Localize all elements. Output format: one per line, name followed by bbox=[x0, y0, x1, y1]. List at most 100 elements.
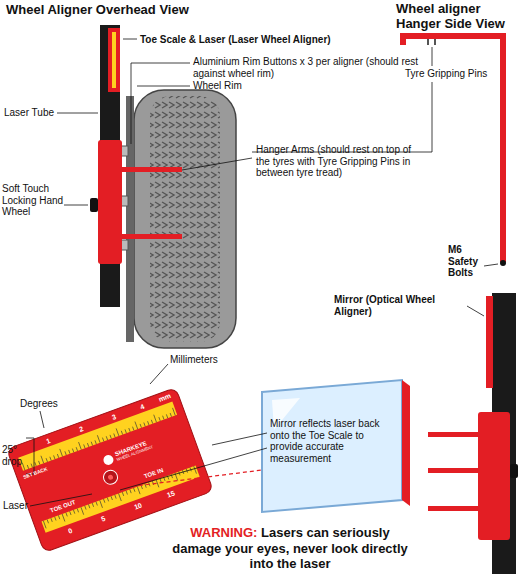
drawing-part bbox=[486, 296, 493, 388]
drawing-part bbox=[51, 518, 52, 522]
drawing-part bbox=[107, 474, 113, 480]
part-label: Tyre Gripping Pins bbox=[405, 68, 520, 80]
drawing-part bbox=[137, 86, 190, 87]
drawing-part bbox=[151, 420, 152, 424]
drawing-part bbox=[54, 455, 55, 459]
drawing-part bbox=[428, 506, 478, 511]
drawing-part bbox=[85, 506, 86, 510]
drawing-part bbox=[133, 427, 134, 431]
scale-text: SET BACK bbox=[23, 466, 49, 480]
drawing-part bbox=[50, 457, 51, 461]
drawing-part bbox=[110, 435, 111, 439]
scale-number: 4 bbox=[139, 403, 145, 412]
drawing-part bbox=[47, 519, 48, 523]
drawing-part bbox=[173, 408, 176, 416]
drawing-part bbox=[106, 436, 107, 440]
drawing-part bbox=[102, 468, 120, 486]
drawing-part bbox=[55, 517, 56, 521]
drawing-part bbox=[88, 504, 89, 508]
part-label: Laser bbox=[3, 500, 43, 512]
scale-text: TOE IN bbox=[143, 467, 164, 480]
drawing-part bbox=[76, 447, 77, 451]
drawing-part bbox=[194, 466, 197, 474]
drawing-part bbox=[510, 464, 518, 478]
drawing-part bbox=[58, 515, 59, 519]
drawing-part bbox=[402, 380, 410, 506]
drawing-part bbox=[35, 462, 36, 466]
drawing-part bbox=[64, 205, 88, 206]
part-label: Hanger Arms (should rest on top of the t… bbox=[256, 144, 426, 179]
drawing-part bbox=[478, 412, 510, 540]
drawing-part bbox=[428, 432, 478, 437]
drawing-part bbox=[66, 513, 67, 517]
drawing-part bbox=[170, 413, 171, 417]
scale-number: 5 bbox=[100, 515, 106, 524]
drawing-part bbox=[122, 167, 182, 172]
drawing-part bbox=[130, 489, 131, 493]
drawing-part bbox=[60, 449, 63, 457]
drawing-part bbox=[27, 465, 28, 469]
drawing-part bbox=[427, 39, 429, 45]
drawing-part bbox=[31, 464, 32, 468]
drawing-part bbox=[129, 428, 130, 432]
drawing-part bbox=[182, 158, 252, 170]
drawing-part bbox=[90, 198, 98, 212]
dimension-label: 25° drop bbox=[2, 444, 26, 467]
scale-number: 2 bbox=[78, 425, 84, 434]
drawing-part bbox=[121, 431, 122, 435]
drawing-part bbox=[150, 96, 220, 342]
scale-label: Degrees bbox=[20, 398, 80, 410]
drawing-part bbox=[57, 454, 58, 458]
scale-label: Millimeters bbox=[170, 354, 250, 366]
drawing-part bbox=[400, 33, 506, 262]
drawing-part bbox=[135, 422, 138, 430]
drawing-part bbox=[41, 456, 44, 464]
drawing-part bbox=[79, 442, 82, 450]
drawing-part bbox=[100, 500, 103, 508]
warning-heading: WARNING: bbox=[190, 525, 257, 540]
drawing-part bbox=[57, 113, 98, 114]
drawing-part bbox=[91, 442, 92, 446]
drawing-part bbox=[212, 433, 267, 445]
drawing-part bbox=[137, 487, 140, 495]
unit-text: mm bbox=[158, 392, 172, 404]
drawing-part bbox=[26, 438, 34, 474]
drawing-part bbox=[7, 388, 214, 553]
drawing-part bbox=[22, 408, 196, 529]
warning-block: WARNING: Lasers can seriously damage you… bbox=[170, 525, 410, 572]
drawing-part bbox=[125, 429, 126, 433]
drawing-part bbox=[122, 492, 123, 496]
toe-scale-text-layer: SET BACKSHARKEYEWHEEL ALIGNMENTTOE OUTTO… bbox=[7, 388, 214, 553]
drawing-part bbox=[428, 468, 478, 473]
drawing-part bbox=[102, 454, 115, 467]
drawing-part bbox=[70, 511, 71, 515]
drawing-part bbox=[81, 507, 84, 515]
drawing-part bbox=[108, 28, 120, 92]
drawing-part bbox=[131, 63, 190, 144]
drawing-part bbox=[126, 96, 134, 342]
drawing-part bbox=[115, 495, 116, 499]
drawing-part bbox=[92, 503, 93, 507]
drawing-part bbox=[104, 499, 105, 503]
drawing-part bbox=[160, 478, 161, 482]
drawing-part bbox=[87, 443, 88, 447]
drawing-part bbox=[72, 449, 73, 453]
scale-number: 10 bbox=[133, 502, 143, 512]
drawing-part bbox=[95, 440, 96, 444]
drawing-part bbox=[112, 32, 116, 88]
part-label: Aluminium Rim Buttons x 3 per aligner (s… bbox=[193, 56, 423, 79]
part-label: Wheel Rim bbox=[193, 80, 293, 92]
drawing-part bbox=[120, 448, 267, 490]
drawing-part bbox=[26, 39, 498, 506]
drawing-part bbox=[467, 306, 484, 316]
drawing-part bbox=[252, 82, 432, 152]
drawing-part bbox=[111, 496, 112, 500]
drawing-part bbox=[97, 435, 100, 443]
drawing-part bbox=[77, 509, 78, 513]
drawing-part bbox=[107, 498, 108, 502]
drawing-part bbox=[144, 423, 145, 427]
drawing-part bbox=[163, 416, 164, 420]
scale-text: TOE OUT bbox=[49, 499, 76, 515]
drawing-part bbox=[46, 458, 47, 462]
